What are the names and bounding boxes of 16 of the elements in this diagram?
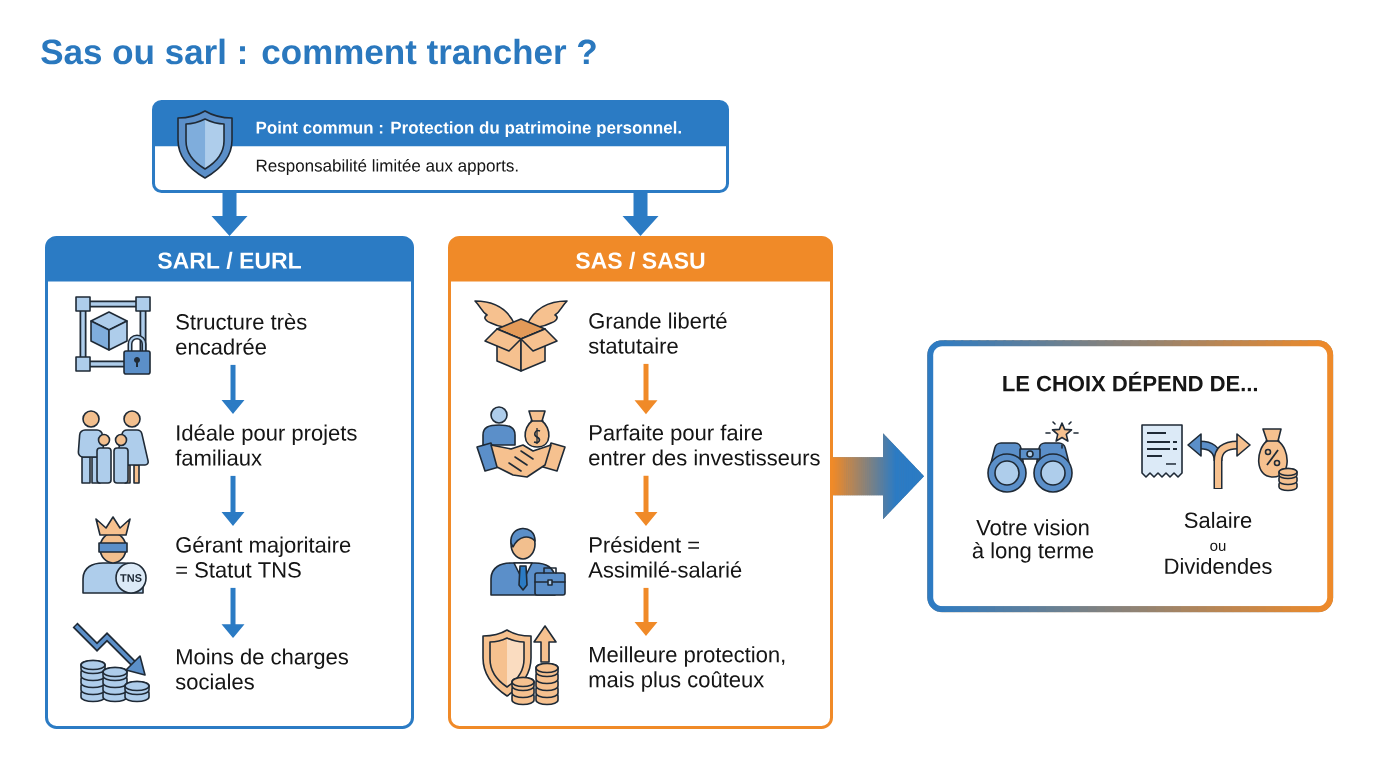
step-text: Grande liberté statutaire <box>588 312 727 354</box>
step-text: Meilleure protection, mais plus coûteux <box>589 646 785 692</box>
badge-label: TNS <box>120 574 142 582</box>
choice-text: Salaire ou Dividendes <box>1165 511 1272 575</box>
step-text: Gérant majoritaire = Statut TNS <box>176 536 351 578</box>
block-arrow <box>622 193 659 236</box>
step-text: Parfaite pour faire entrer des investisseurs <box>589 424 820 466</box>
info-banner: Point commun : Protection du patrimoine personnel. Responsabilité limitée aux apports. <box>152 100 729 193</box>
block-arrow <box>833 433 924 520</box>
title: Sas ou sarl : comment trancher ? <box>41 38 596 65</box>
step-text: Idéale pour projets familiaux <box>175 424 357 466</box>
step-text: Président = Assimilé-salarié <box>588 536 742 578</box>
block-arrow <box>211 193 248 236</box>
step-text: Structure très encadrée <box>176 313 307 355</box>
step-text: Moins de charges sociales <box>175 648 348 690</box>
choice-text: Votre vision à long terme <box>972 519 1094 563</box>
